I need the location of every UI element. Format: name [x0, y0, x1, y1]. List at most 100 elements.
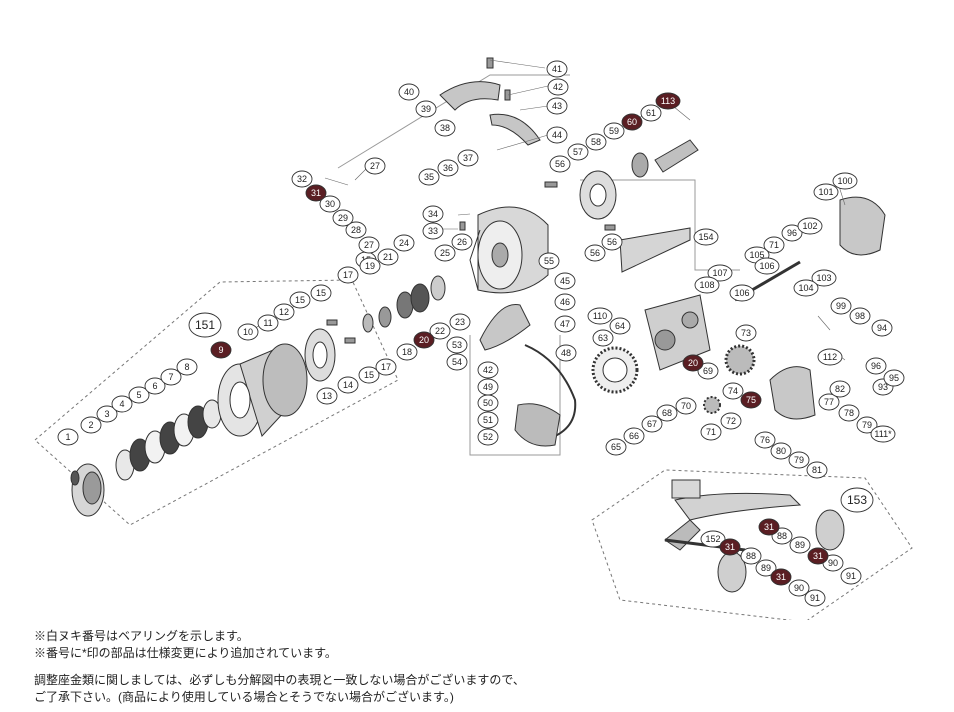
- part-label-47: 47: [554, 315, 576, 333]
- pinion-shaft-part: [654, 139, 699, 173]
- label-number: 25: [440, 248, 450, 258]
- label-ellipse: [605, 438, 627, 456]
- part-label-154: 154: [693, 228, 719, 246]
- part-label-89: 89: [755, 559, 777, 577]
- label-ellipse: [811, 269, 837, 287]
- part-label-91: 91: [804, 589, 826, 607]
- label-number: 71: [769, 240, 779, 250]
- bearing-label-60: 60: [621, 113, 643, 131]
- part-label-48: 48: [555, 344, 577, 362]
- part-label-112: 112: [817, 348, 843, 366]
- label-number: 77: [824, 397, 834, 407]
- label-number: 29: [338, 213, 348, 223]
- part-label-79: 79: [788, 451, 810, 469]
- label-ellipse: [587, 307, 613, 325]
- label-ellipse: [429, 322, 451, 340]
- part-label-54: 54: [446, 353, 468, 371]
- part-label-100: 100: [832, 172, 858, 190]
- part-label-15: 15: [358, 366, 380, 384]
- part-label-6: 6: [144, 377, 166, 395]
- part-label-71: 71: [700, 423, 722, 441]
- note-bearing: ※白ヌキ番号はベアリングを示します。: [34, 629, 249, 643]
- label-ellipse: [358, 236, 380, 254]
- label-number: 27: [364, 240, 374, 250]
- label-ellipse: [656, 404, 678, 422]
- label-ellipse: [856, 416, 878, 434]
- label-number: 40: [404, 87, 414, 97]
- label-number: 112: [823, 352, 837, 362]
- label-number: 33: [428, 226, 438, 236]
- part-label-152: 152: [700, 530, 726, 548]
- label-number: 101: [818, 187, 833, 197]
- label-ellipse: [797, 217, 823, 235]
- label-ellipse: [700, 530, 726, 548]
- label-ellipse: [477, 428, 499, 446]
- label-number: 100: [837, 176, 852, 186]
- label-number: 45: [560, 276, 570, 286]
- label-number: 108: [699, 280, 714, 290]
- part-label-56: 56: [584, 244, 606, 262]
- label-number: 88: [746, 551, 756, 561]
- label-ellipse: [601, 233, 623, 251]
- label-ellipse: [80, 416, 102, 434]
- part-label-44: 44: [546, 126, 568, 144]
- part-label-29: 29: [332, 209, 354, 227]
- part-label-94: 94: [871, 319, 893, 337]
- part-label-17: 17: [375, 358, 397, 376]
- label-ellipse: [554, 315, 576, 333]
- label-ellipse: [788, 451, 810, 469]
- label-ellipse: [640, 104, 662, 122]
- drag-washers: [115, 399, 222, 481]
- label-number: 56: [607, 237, 617, 247]
- spool-group-box: [34, 279, 399, 526]
- part-label-34: 34: [422, 205, 444, 223]
- part-label-61: 61: [640, 104, 662, 122]
- part-label-106: 106: [754, 257, 780, 275]
- note-asterisk: ※番号に*印の部品は仕様変更により追加されています。: [34, 646, 337, 660]
- label-ellipse: [477, 411, 499, 429]
- part-label-52: 52: [477, 428, 499, 446]
- label-ellipse: [160, 368, 182, 386]
- note-washer-2: ご了承下さい。(商品により使用している場合とそうでない場合がございます。): [34, 690, 454, 704]
- small-screws: [326, 57, 616, 344]
- part-label-107: 107: [707, 264, 733, 282]
- part-label-36: 36: [437, 159, 459, 177]
- label-number: 96: [787, 228, 797, 238]
- label-number: 24: [399, 238, 409, 248]
- label-number: 56: [555, 159, 565, 169]
- part-label-43: 43: [546, 97, 568, 115]
- part-label-74: 74: [722, 382, 744, 400]
- part-label-101: 101: [813, 183, 839, 201]
- part-label-4: 4: [111, 395, 133, 413]
- label-number: 106: [734, 288, 749, 298]
- bearing-label-31: 31: [770, 568, 792, 586]
- label-ellipse: [477, 361, 499, 379]
- bearing-label-20: 20: [413, 331, 435, 349]
- label-ellipse: [592, 329, 614, 347]
- label-number: 106: [759, 261, 774, 271]
- label-number: 32: [297, 174, 307, 184]
- spool-part: [217, 343, 308, 437]
- label-number: 12: [279, 307, 289, 317]
- rear-cap-part: [839, 196, 886, 256]
- label-ellipse: [682, 354, 704, 372]
- label-ellipse: [770, 442, 792, 460]
- label-ellipse: [871, 319, 893, 337]
- oscillating-gear: [703, 396, 721, 414]
- label-ellipse: [316, 387, 338, 405]
- label-number: 78: [844, 408, 854, 418]
- label-number: 26: [457, 237, 467, 247]
- label-ellipse: [609, 317, 631, 335]
- part-label-88: 88: [740, 547, 762, 565]
- label-ellipse: [144, 377, 166, 395]
- label-number: 3: [104, 409, 109, 419]
- label-number: 14: [343, 380, 353, 390]
- part-label-73: 73: [735, 324, 757, 342]
- label-ellipse: [57, 428, 79, 446]
- part-label-28: 28: [345, 221, 367, 239]
- label-number: 49: [483, 382, 493, 392]
- label-ellipse: [451, 233, 473, 251]
- label-number: 90: [828, 558, 838, 568]
- part-label-71: 71: [763, 236, 785, 254]
- label-number: 1: [65, 432, 70, 442]
